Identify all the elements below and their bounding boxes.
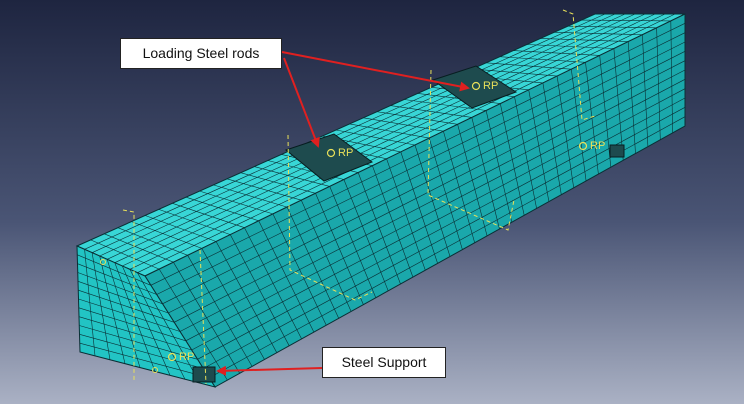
mesh-line-top — [554, 32, 643, 35]
mesh-line-front — [78, 316, 192, 351]
mesh-line-top — [99, 13, 626, 257]
mesh-line-front — [77, 263, 157, 295]
rp-label-rod-left: RP — [338, 147, 353, 159]
loading-steel-rods-callout: Loading Steel rods — [120, 38, 282, 69]
rp-label-support-right: RP — [590, 140, 605, 152]
mesh-line-top — [122, 13, 656, 267]
mesh-line-side — [162, 41, 686, 305]
mesh-line-top — [540, 38, 629, 42]
mesh-line-front — [79, 334, 204, 369]
mesh-line-side — [174, 60, 686, 323]
mesh-line-front — [79, 342, 210, 379]
mesh-line-side — [150, 23, 686, 286]
reference-points: RP RP RP RP — [100, 80, 605, 373]
mesh-line-top — [390, 105, 472, 118]
mesh-line-top — [472, 68, 558, 77]
rp-label-rod-right: RP — [483, 80, 498, 92]
mesh-line-top — [581, 19, 671, 22]
mesh-line-top — [499, 56, 586, 63]
arrow-to-rod-right — [281, 51, 470, 92]
rp-marker-icon: RP — [326, 147, 353, 159]
mesh-line-top — [404, 99, 487, 111]
mesh-line-top — [131, 221, 202, 249]
mesh-line-top — [107, 13, 636, 260]
loading-rod-right — [431, 65, 518, 109]
mesh-line-top — [186, 196, 259, 222]
mesh-line-front — [77, 272, 163, 305]
mesh-line-side — [156, 32, 686, 295]
steel-support-callout: Steel Support — [322, 347, 446, 378]
mesh-line-side — [203, 107, 686, 369]
mesh-line-front — [78, 289, 175, 323]
mesh-line-front — [78, 307, 186, 342]
arrow-to-rod-left — [283, 57, 320, 148]
mesh-line-top — [376, 111, 458, 125]
rp-node-icon — [100, 259, 106, 265]
mesh-line-side — [209, 116, 686, 379]
rp-marker-icon: RP — [167, 351, 194, 363]
mesh-line-top — [172, 203, 245, 228]
mesh-line-front — [77, 281, 169, 314]
mesh-line-top — [213, 184, 288, 208]
steel-support-right — [609, 144, 625, 158]
mesh-line-top — [513, 50, 600, 56]
mesh-line-front — [78, 298, 181, 332]
mesh-line-top — [91, 13, 616, 253]
mesh-line-top — [137, 13, 676, 273]
mesh-line-top — [349, 123, 430, 139]
mesh-line-top — [104, 233, 174, 263]
mesh-line-top — [129, 13, 666, 270]
mesh-line-side — [197, 97, 686, 360]
mesh-line-front — [79, 325, 198, 360]
mesh-line-side — [191, 88, 686, 351]
mesh-line-top — [240, 172, 316, 194]
mesh-line-top — [158, 209, 231, 235]
mesh-line-side — [185, 79, 686, 342]
mesh-line-top — [90, 239, 160, 270]
arrow-to-support — [216, 365, 323, 376]
steel-support-left — [192, 366, 216, 383]
beam-mesh — [77, 13, 686, 384]
mesh-line-top — [117, 227, 188, 256]
mesh-line-top — [114, 13, 646, 263]
mesh-line-top — [226, 178, 302, 201]
rp-marker-icon: RP — [578, 140, 605, 152]
rp-marker-icon: RP — [471, 80, 498, 92]
mesh-line-top — [485, 62, 572, 70]
mesh-line-top — [145, 215, 217, 242]
mesh-line-side — [168, 51, 686, 314]
mesh-line-top — [254, 166, 330, 187]
mesh-line-side — [179, 69, 686, 332]
mesh-line-top — [567, 25, 657, 29]
mesh-line-top — [84, 13, 606, 250]
rp-label-support-left: RP — [179, 351, 194, 363]
rp-node-icon — [152, 367, 158, 373]
callout-arrows — [216, 51, 470, 376]
mesh-line-top — [526, 44, 614, 49]
rp-construction-lines — [122, 9, 596, 385]
mesh-line-top — [199, 190, 273, 215]
mesh-line-top — [335, 129, 416, 146]
mesh-line-front — [77, 254, 151, 286]
